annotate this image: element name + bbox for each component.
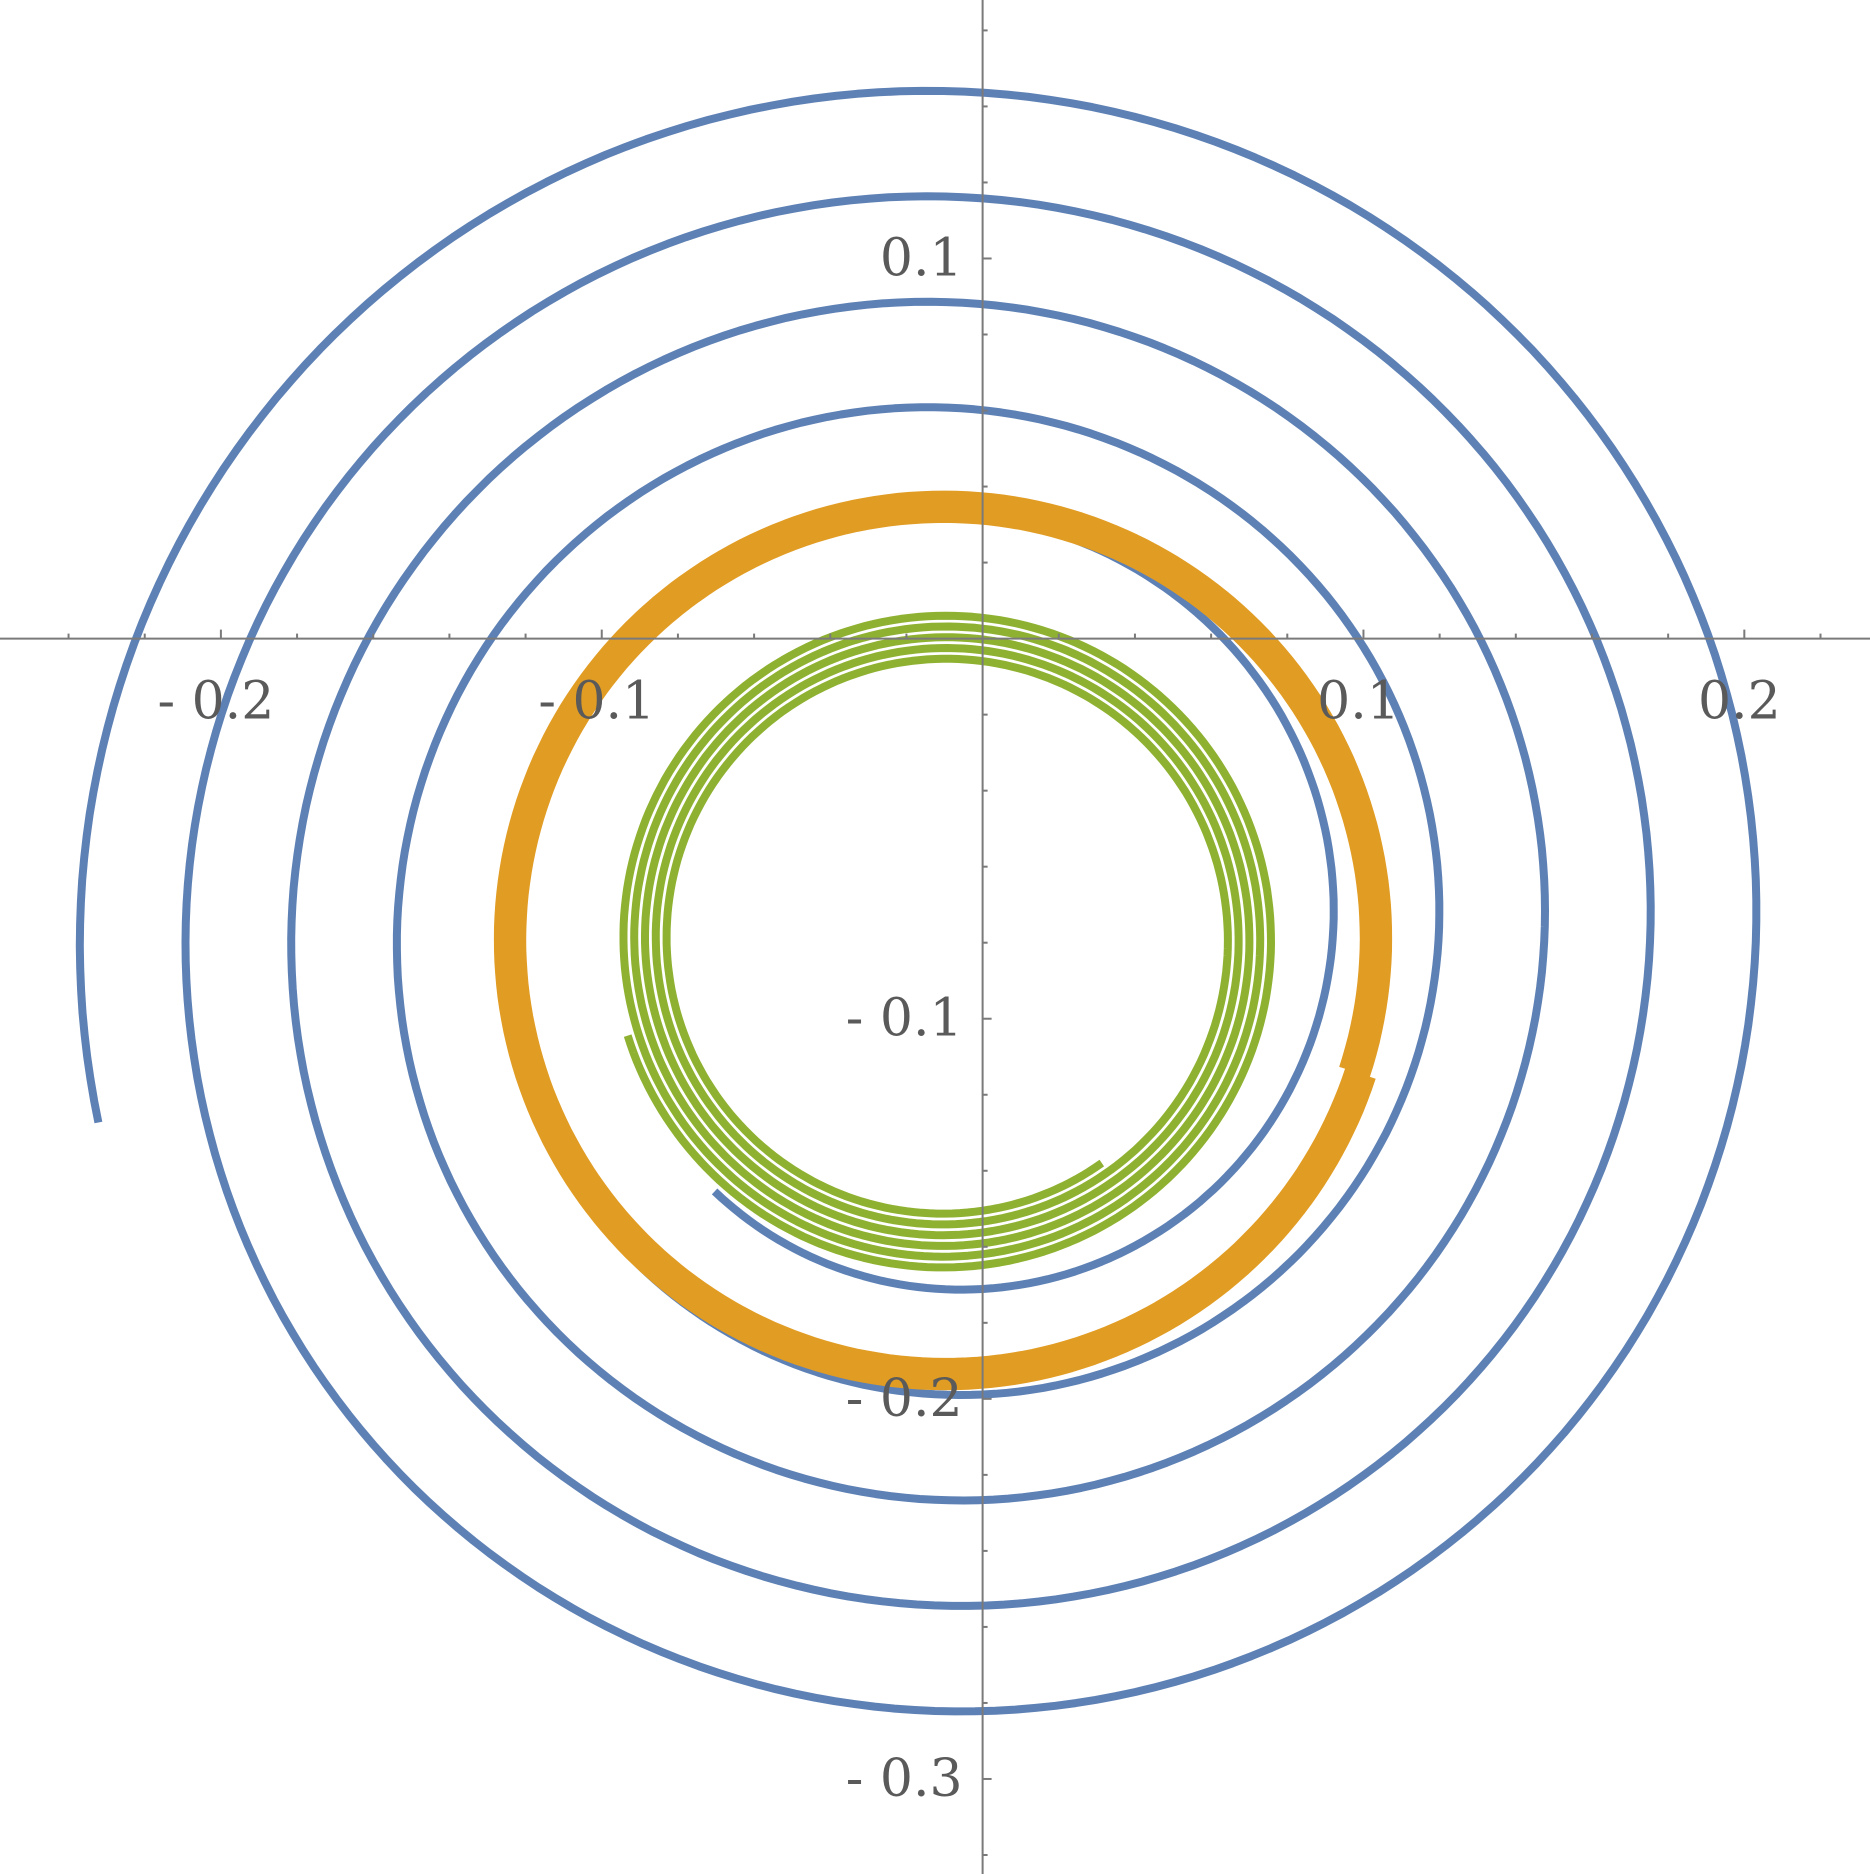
x-tick-label-neg-0-1: - 0.1 xyxy=(538,672,655,732)
series-2-spiral xyxy=(493,490,1393,1391)
series-3-spiral xyxy=(619,611,1275,1272)
y-minor-ticks xyxy=(982,29,992,1856)
y-tick-label-neg-0-2: - 0.2 xyxy=(846,1369,963,1429)
tick-labels: - 0.2 - 0.1 0.1 0.2 0.1 - 0.1 - 0.2 - 0.… xyxy=(157,228,1780,1808)
y-tick-label-0-1: 0.1 xyxy=(880,228,963,288)
series-1-spiral xyxy=(75,86,1761,1716)
series-layer xyxy=(75,86,1761,1716)
x-minor-ticks xyxy=(67,629,1822,639)
x-tick-label-neg-0-2: - 0.2 xyxy=(157,672,274,732)
y-tick-label-neg-0-1: - 0.1 xyxy=(846,989,963,1049)
x-tick-label-0-1: 0.1 xyxy=(1317,672,1400,732)
y-tick-label-neg-0-3: - 0.3 xyxy=(846,1749,963,1809)
x-tick-label-0-2: 0.2 xyxy=(1698,672,1781,732)
